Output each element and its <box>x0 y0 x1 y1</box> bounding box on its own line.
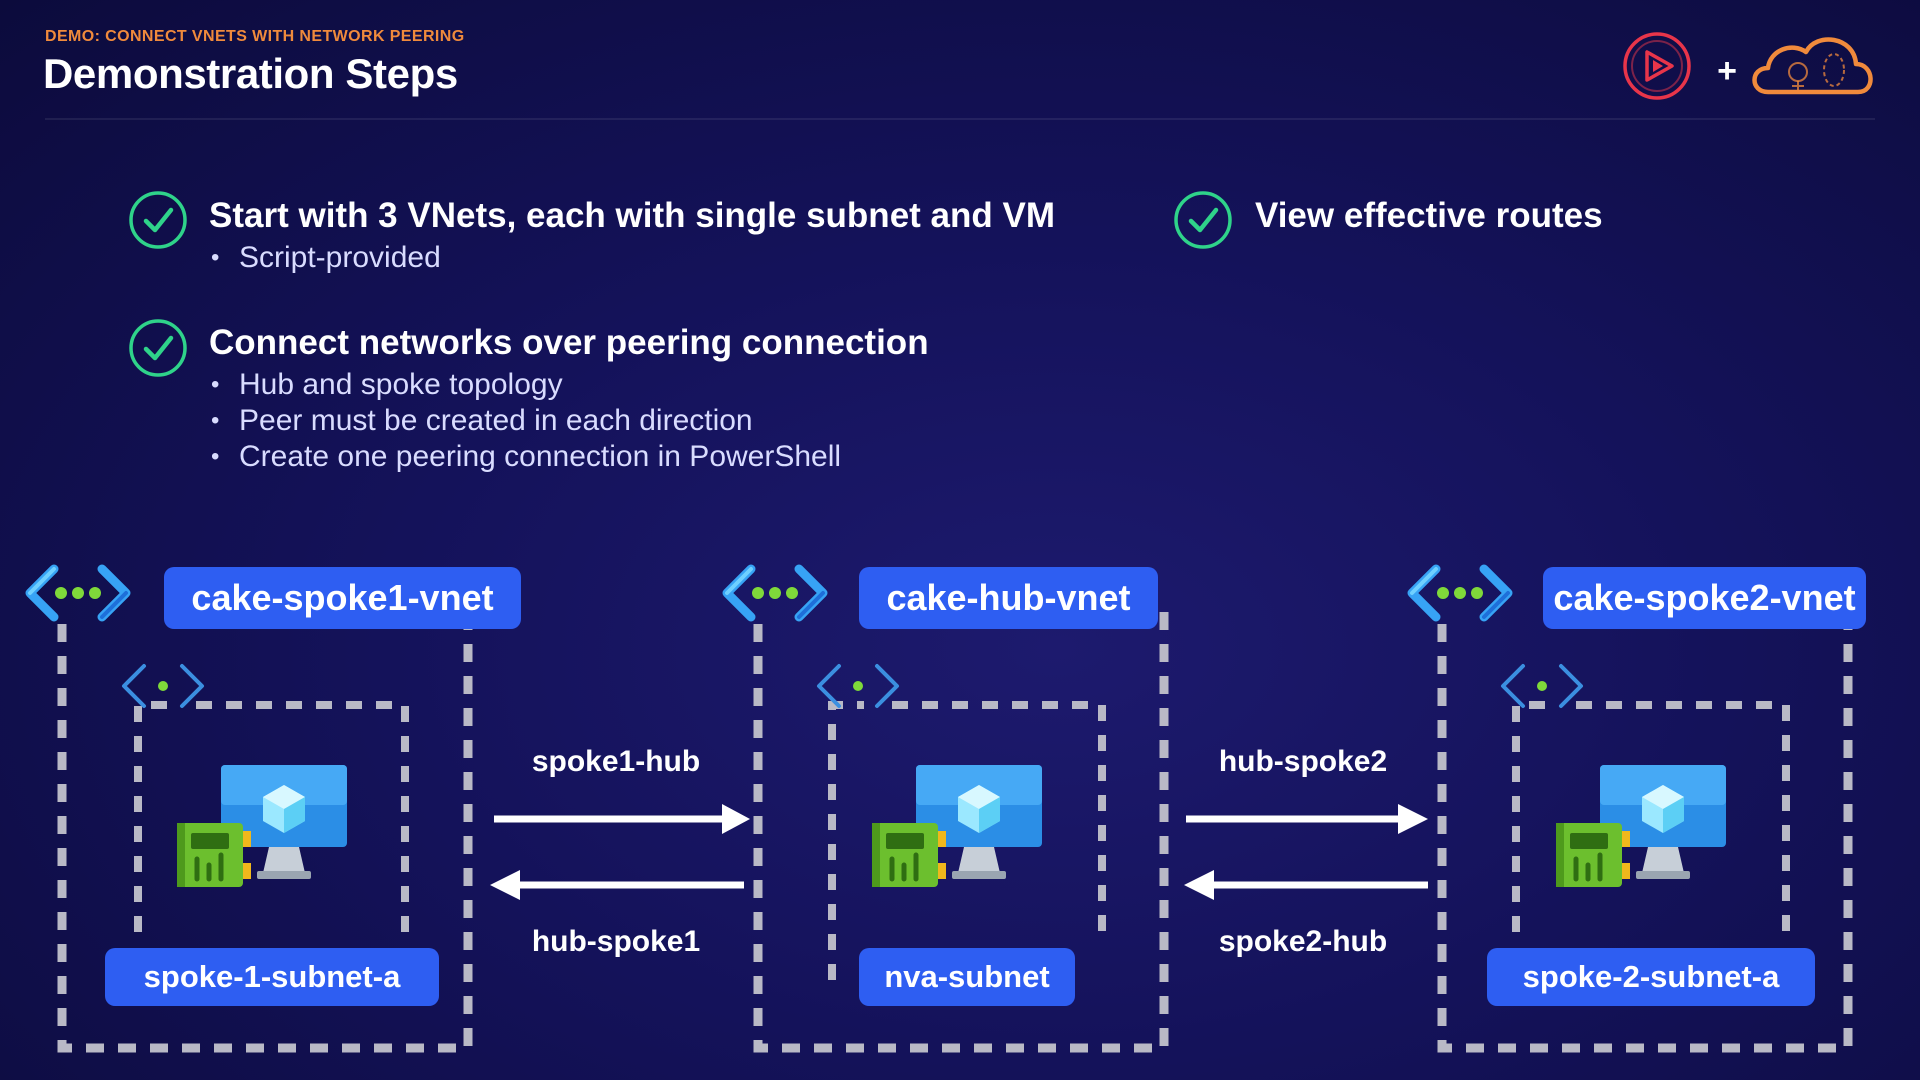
step-2-bullet-1: Hub and spoke topology <box>209 367 929 403</box>
vnet-icon <box>30 569 126 617</box>
step-1-bullets: Script-provided <box>209 240 1055 276</box>
step-2-bullet-2: Peer must be created in each direction <box>209 403 929 439</box>
logo-group: + <box>1622 30 1882 110</box>
subnet-box-spoke1 <box>134 701 409 932</box>
diagram-graphics <box>0 540 1853 1053</box>
logo-graphics: + <box>1623 32 1873 100</box>
header-divider <box>45 118 1875 120</box>
subnet-icon <box>817 664 899 708</box>
step-3-title: View effective routes <box>1255 196 1603 235</box>
vnet-icon <box>1412 569 1508 617</box>
step-2: Connect networks over peering connection… <box>209 323 929 475</box>
vnet-box-spoke1 <box>57 624 473 1053</box>
vnet-label-hub: cake-hub-vnet <box>859 567 1158 629</box>
virtual-machine-icon <box>1556 765 1726 887</box>
step-3: View effective routes <box>1255 196 1603 236</box>
pluralsight-play-icon <box>1623 32 1691 100</box>
virtual-machine-icon <box>177 765 347 887</box>
subnet-icon <box>122 664 204 708</box>
step-2-bullet-3: Create one peering connection in PowerSh… <box>209 439 929 475</box>
virtual-machine-icon <box>872 765 1042 887</box>
step-1-title: Start with 3 VNets, each with single sub… <box>209 196 1055 235</box>
arrow-left-icon <box>1184 870 1428 900</box>
vnet-label-spoke1: cake-spoke1-vnet <box>164 567 521 629</box>
subnet-box-hub <box>828 701 1106 980</box>
step-1: Start with 3 VNets, each with single sub… <box>209 196 1055 276</box>
subnet-label-spoke1: spoke-1-subnet-a <box>105 948 439 1006</box>
peering-label-spoke1-hub: spoke1-hub <box>531 745 701 778</box>
check-circle-icon <box>1173 190 1233 250</box>
arrow-right-icon <box>1186 804 1428 834</box>
slide-title: Demonstration Steps <box>43 50 458 97</box>
logo-plus: + <box>1717 52 1737 90</box>
arrow-left-icon <box>490 870 744 900</box>
vnet-label-spoke2: cake-spoke2-vnet <box>1543 567 1866 629</box>
subnet-box-spoke2 <box>1512 701 1790 932</box>
step-2-bullets: Hub and spoke topology Peer must be crea… <box>209 367 929 475</box>
check-circle-icon <box>128 190 188 250</box>
step-1-bullet-1: Script-provided <box>209 240 1055 276</box>
peering-diagram: cake-spoke1-vnet cake-hub-vnet cake-spok… <box>0 540 1920 1080</box>
slide-kicker: DEMO: CONNECT VNETS WITH NETWORK PEERING <box>45 28 465 45</box>
check-circle-icon <box>128 318 188 378</box>
cloud-icon <box>1752 37 1873 95</box>
step-2-title: Connect networks over peering connection <box>209 323 929 362</box>
arrow-right-icon <box>494 804 750 834</box>
peering-label-spoke2-hub: spoke2-hub <box>1218 925 1388 958</box>
vnet-icon <box>727 569 823 617</box>
peering-label-hub-spoke2: hub-spoke2 <box>1218 745 1388 778</box>
subnet-label-spoke2: spoke-2-subnet-a <box>1487 948 1815 1006</box>
subnet-icon <box>1501 664 1583 708</box>
subnet-label-hub: nva-subnet <box>859 948 1075 1006</box>
peering-label-hub-spoke1: hub-spoke1 <box>531 925 701 958</box>
